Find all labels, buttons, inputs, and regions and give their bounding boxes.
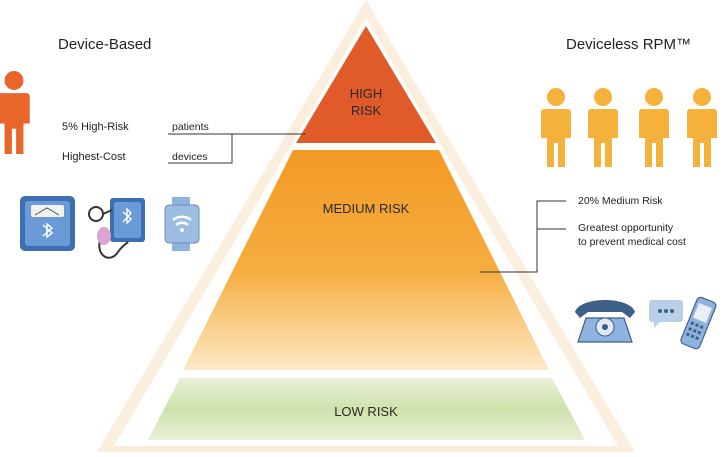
device-based-heading: Device-Based <box>58 36 152 53</box>
high-risk-tier <box>296 26 436 143</box>
person-icon <box>687 88 717 167</box>
high-risk-label-line-1: HIGH <box>349 86 383 101</box>
person-icon <box>541 88 571 167</box>
wifi-watch-icon <box>164 197 200 251</box>
blood-pressure-cuff-icon <box>88 198 145 259</box>
low-risk-tier <box>148 378 585 440</box>
medium-risk-stat: 20% Medium Risk <box>578 195 663 207</box>
person-icon <box>588 88 618 167</box>
right-callout-lines <box>480 200 566 273</box>
medium-risk-label: MEDIUM RISK <box>322 201 410 216</box>
opportunity-line-2: to prevent medical cost <box>578 236 686 248</box>
medium-risk-tier <box>183 150 549 370</box>
patients-label: patients <box>172 121 209 133</box>
high-risk-stat: 5% High-Risk <box>62 121 129 133</box>
rotary-phone-icon <box>575 300 635 343</box>
opportunity-line-1: Greatest opportunity <box>578 222 674 234</box>
bathroom-scale-icon <box>20 196 75 251</box>
high-risk-label-line-2: RISK <box>350 103 382 118</box>
low-risk-label: LOW RISK <box>334 404 398 419</box>
left-callout-lines <box>168 133 306 164</box>
person-icon <box>0 71 30 154</box>
person-icon <box>639 88 669 167</box>
people-group <box>541 88 717 167</box>
high-risk-label: HIGH RISK <box>326 85 406 119</box>
devices-label: devices <box>172 151 208 163</box>
highest-cost-stat: Highest-Cost <box>62 151 126 163</box>
chat-bubble-icon <box>649 300 683 328</box>
mobile-phone-icon <box>680 296 717 350</box>
deviceless-rpm-heading: Deviceless RPM™ <box>566 36 692 53</box>
